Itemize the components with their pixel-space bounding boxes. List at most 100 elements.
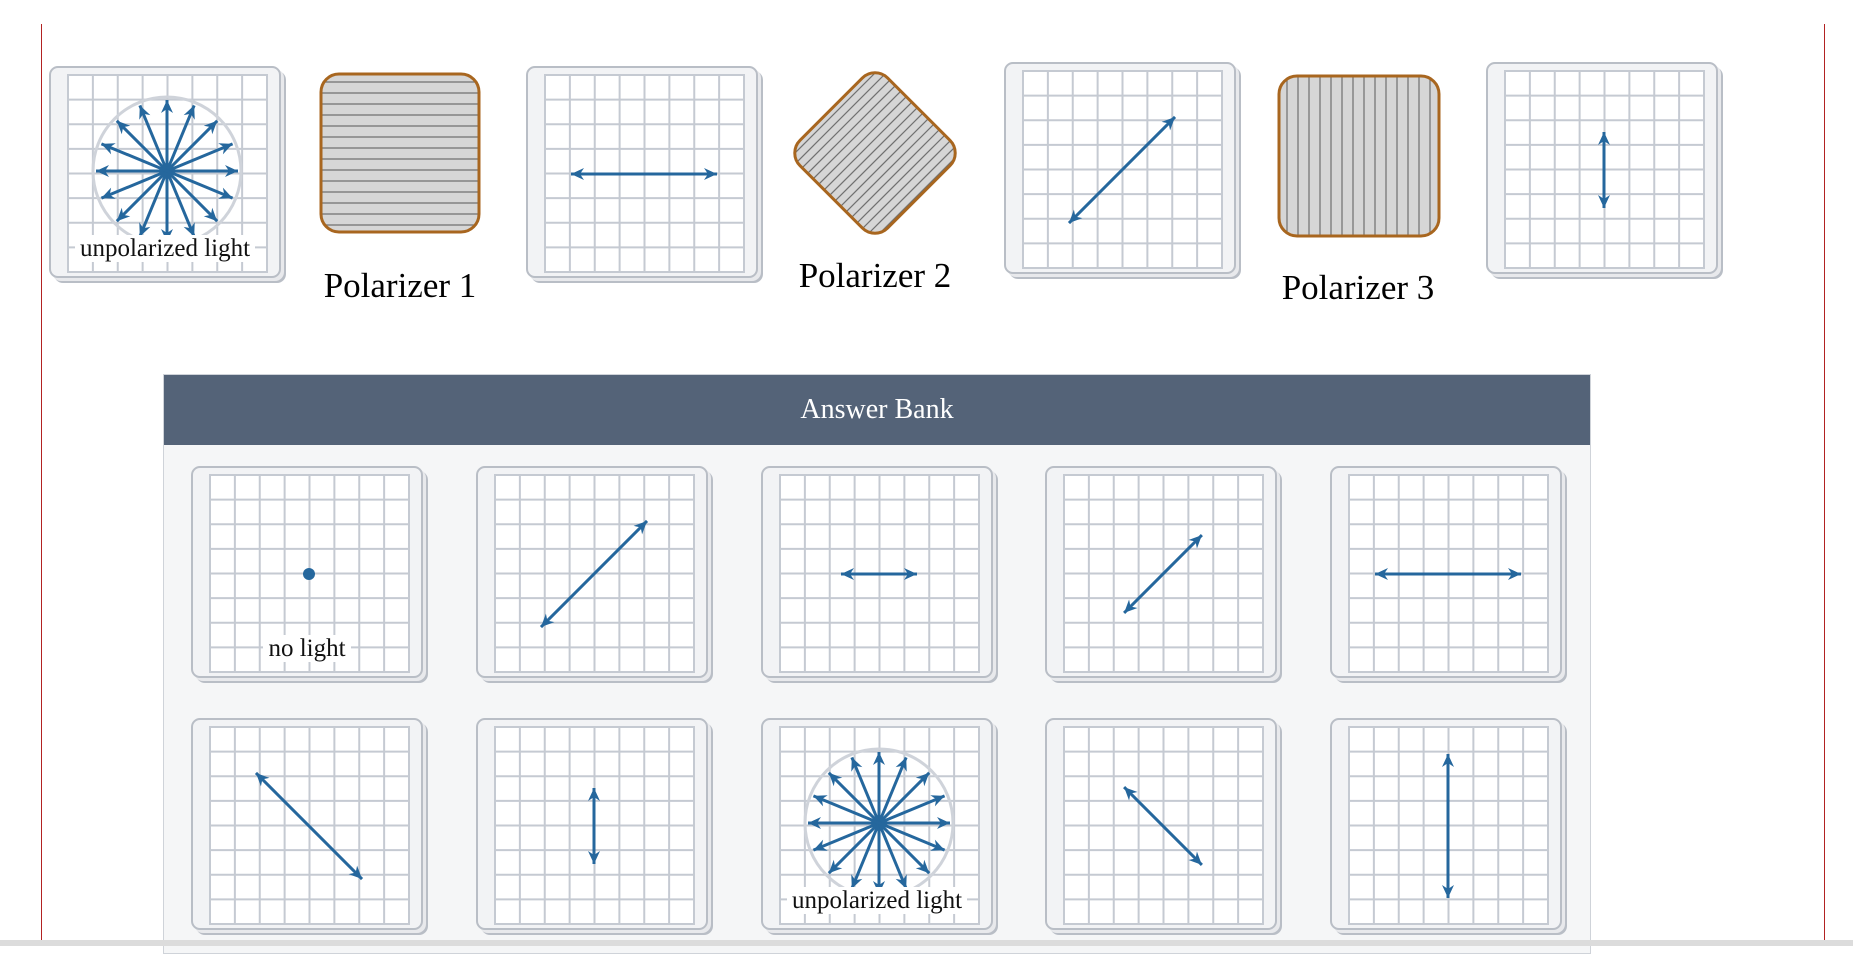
unpolarized-arrow-5-head-b: [895, 874, 907, 889]
setup-card-after-polarizer-1[interactable]: [526, 66, 758, 278]
polarization-arrow-shaft: [254, 771, 364, 881]
polarizer-1-filter: [319, 72, 481, 234]
polarization-diagram: [779, 474, 980, 673]
card-label-text: unpolarized light: [74, 235, 256, 262]
polarization-arrow-head-b: [1442, 885, 1454, 898]
unpolarized-arrow-3-head-b: [139, 222, 151, 237]
unpolarized-arrow-1-head-b: [101, 187, 116, 199]
answer-diagonal-short[interactable]: [1045, 466, 1277, 678]
setup-card-after-polarizer-3[interactable]: [1486, 62, 1718, 274]
answer-vertical-long[interactable]: [1330, 718, 1562, 930]
polarization-arrow-head-b: [1598, 195, 1610, 208]
unpolarized-arrow-5-head-b: [183, 222, 195, 237]
unpolarized-arrow-5-head-a: [139, 105, 151, 120]
answer-unpolarized[interactable]: unpolarized light: [761, 718, 993, 930]
unpolarized-arrow-6-head-a: [116, 120, 131, 135]
polarization-diagram: [494, 726, 695, 925]
polarization-arrow-head-b: [1124, 599, 1138, 613]
answer-horizontal-short[interactable]: [761, 466, 993, 678]
setup-card-after-polarizer-2[interactable]: [1004, 62, 1236, 274]
polarization-arrow-head-a: [1508, 568, 1521, 580]
polarization-diagram: [1063, 474, 1264, 673]
polarizer-3-label: Polarizer 3: [1281, 268, 1435, 307]
polarizer-2-filter: [787, 65, 963, 241]
unpolarized-arrow-7-head-b: [218, 187, 233, 199]
card-label-text: no light: [263, 635, 351, 662]
polarization-arrow-shaft: [1123, 786, 1203, 866]
answer-bank-header: Answer Bank: [164, 375, 1590, 445]
answer-bank-title: Answer Bank: [800, 394, 954, 425]
card-label: unpolarized light: [51, 235, 279, 262]
polarization-diagram: [1063, 726, 1264, 925]
grid: [1022, 70, 1223, 269]
card-label: no light: [193, 635, 421, 662]
polarization-arrow-head-a: [1442, 754, 1454, 767]
setup-card-unpolarized[interactable]: unpolarized light: [49, 66, 281, 278]
polarizer-1: [318, 71, 482, 235]
light-dot: [303, 568, 315, 580]
horizontal-scrollbar[interactable]: [0, 940, 1853, 946]
unpolarized-arrow-4-head-a: [161, 100, 173, 113]
polarization-arrow-head-b: [255, 772, 270, 787]
polarization-diagram: [1348, 726, 1549, 925]
polarization-arrow-head-b: [841, 568, 854, 580]
polarizer-1-label: Polarizer 1: [323, 266, 477, 305]
polarization-diagram: [209, 726, 410, 925]
unpolarized-arrow-3-head-a: [895, 757, 907, 772]
unpolarized-arrow-2-head-a: [915, 772, 930, 787]
transmission-lines: [1286, 76, 1431, 236]
unpolarized-arrow-7-shaft: [100, 142, 234, 200]
unpolarized-arrow-7-head-a: [101, 143, 116, 155]
polarization-arrow-head-a: [1598, 132, 1610, 145]
unpolarized-arrow-2-head-b: [116, 207, 131, 222]
polarization-arrow-head-a: [1161, 116, 1176, 131]
unpolarized-arrow-7-shaft: [812, 794, 946, 852]
card-label-text: unpolarized light: [786, 887, 968, 914]
answer-antidiagonal-short[interactable]: [1045, 718, 1277, 930]
transmission-lines: [321, 81, 479, 226]
polarization-arrow-head-a: [704, 168, 717, 180]
polarization-arrow-head-b: [1068, 209, 1083, 224]
polarization-arrow-head-b: [571, 168, 584, 180]
polarization-arrow-head-a: [1188, 851, 1202, 865]
card-label: unpolarized light: [763, 887, 991, 914]
unpolarized-arrow-1-head-a: [218, 143, 233, 155]
answer-horizontal-long[interactable]: [1330, 466, 1562, 678]
right-border-line: [1824, 24, 1825, 946]
polarizer-3-filter: [1277, 74, 1441, 238]
polarizer-2-label: Polarizer 2: [798, 256, 952, 295]
polarization-diagram: [1348, 474, 1549, 673]
unpolarized-arrow-0-head-a: [937, 817, 950, 829]
answer-diagonal-long[interactable]: [476, 466, 708, 678]
answer-no-light[interactable]: no light: [191, 466, 423, 678]
polarization-arrow-head-a: [633, 520, 648, 535]
unpolarized-arrow-6-head-b: [203, 207, 218, 222]
polarization-arrow-head-a: [1188, 535, 1202, 549]
polarizer-3: [1276, 73, 1442, 239]
polarization-diagram: [1504, 70, 1705, 269]
unpolarized-arrow-5-head-a: [851, 757, 863, 772]
polarization-arrow-head-a: [348, 865, 363, 880]
polarization-arrow-head-b: [588, 851, 600, 864]
left-border-line: [41, 24, 42, 946]
polarization-arrow-shaft: [1067, 115, 1177, 225]
unpolarized-arrow-6-head-b: [915, 859, 930, 874]
answer-antidiagonal-long[interactable]: [191, 718, 423, 930]
unpolarized-arrow-2-head-b: [828, 859, 843, 874]
unpolarized-arrow-1-head-b: [813, 839, 828, 851]
polarization-arrow-head-a: [588, 788, 600, 801]
unpolarized-arrow-4-head-a: [873, 752, 885, 765]
polarization-arrow-shaft: [539, 519, 649, 629]
polarization-arrow-head-b: [540, 613, 555, 628]
polarization-arrow-head-a: [904, 568, 917, 580]
unpolarized-arrow-0-head-a: [225, 165, 238, 177]
polarization-diagram: [494, 474, 695, 673]
answer-vertical-short[interactable]: [476, 718, 708, 930]
unpolarized-arrow-2-head-a: [203, 120, 218, 135]
unpolarized-arrow-1-head-a: [930, 795, 945, 807]
polarization-arrow-shaft: [1123, 534, 1203, 614]
unpolarized-arrow-3-head-b: [851, 874, 863, 889]
unpolarized-arrow-0-head-b: [96, 165, 109, 177]
answer-bank: Answer Bank no light unpolarized light: [163, 374, 1591, 954]
unpolarized-arrow-0-head-b: [808, 817, 821, 829]
